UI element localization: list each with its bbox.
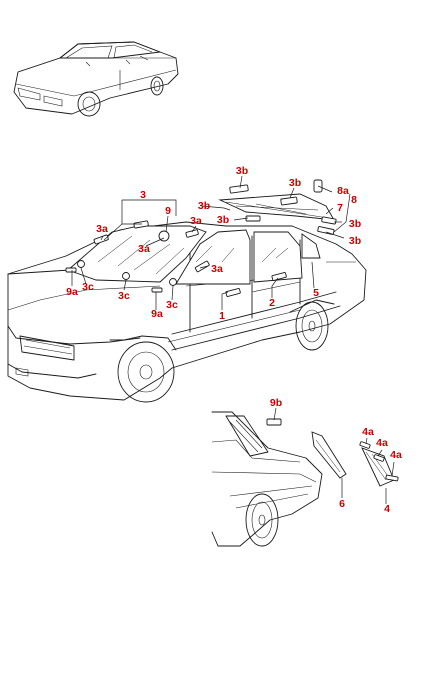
callout-2: 2	[269, 297, 275, 309]
callout-3a-2: 3a	[138, 243, 150, 255]
callout-3b-6: 3b	[349, 235, 361, 247]
callout-3b-5: 3b	[349, 218, 361, 230]
callout-5: 5	[313, 287, 319, 299]
callout-labels: 3 9 3a 3a 3a 3a 3b 3b 3b 3b 3b 3b 8a 8 7…	[66, 165, 402, 515]
callout-3c-3: 3c	[166, 299, 178, 311]
sedan-small-parts	[65, 179, 337, 297]
leader-lines	[71, 175, 395, 504]
callout-8a: 8a	[337, 185, 349, 197]
callout-3a-4: 3a	[211, 263, 223, 275]
reference-car-illustration	[13, 41, 179, 117]
callout-3b-4: 3b	[217, 214, 229, 226]
callout-9: 9	[165, 205, 171, 217]
callout-4a-1: 4a	[362, 426, 374, 438]
callout-7: 7	[337, 202, 343, 214]
callout-9b: 9b	[270, 397, 282, 409]
callout-3: 3	[140, 189, 146, 201]
callout-6: 6	[339, 498, 345, 510]
callout-3b-1: 3b	[236, 165, 248, 177]
callout-9a-1: 9a	[66, 286, 78, 298]
callout-3a-1: 3a	[96, 223, 108, 235]
callout-4: 4	[384, 503, 390, 515]
callout-9a-2: 9a	[151, 308, 163, 320]
rear-quarter-detail-illustration	[211, 411, 399, 547]
main-sedan-illustration	[7, 193, 367, 403]
callout-3c-1: 3c	[82, 281, 94, 293]
callout-3c-2: 3c	[118, 290, 130, 302]
callout-8: 8	[351, 194, 357, 206]
callout-1: 1	[219, 310, 225, 322]
callout-3a-3: 3a	[190, 215, 202, 227]
callout-4a-3: 4a	[390, 449, 402, 461]
callout-4a-2: 4a	[376, 437, 388, 449]
callout-3b-2: 3b	[289, 177, 301, 189]
callout-3b-3: 3b	[198, 200, 210, 212]
